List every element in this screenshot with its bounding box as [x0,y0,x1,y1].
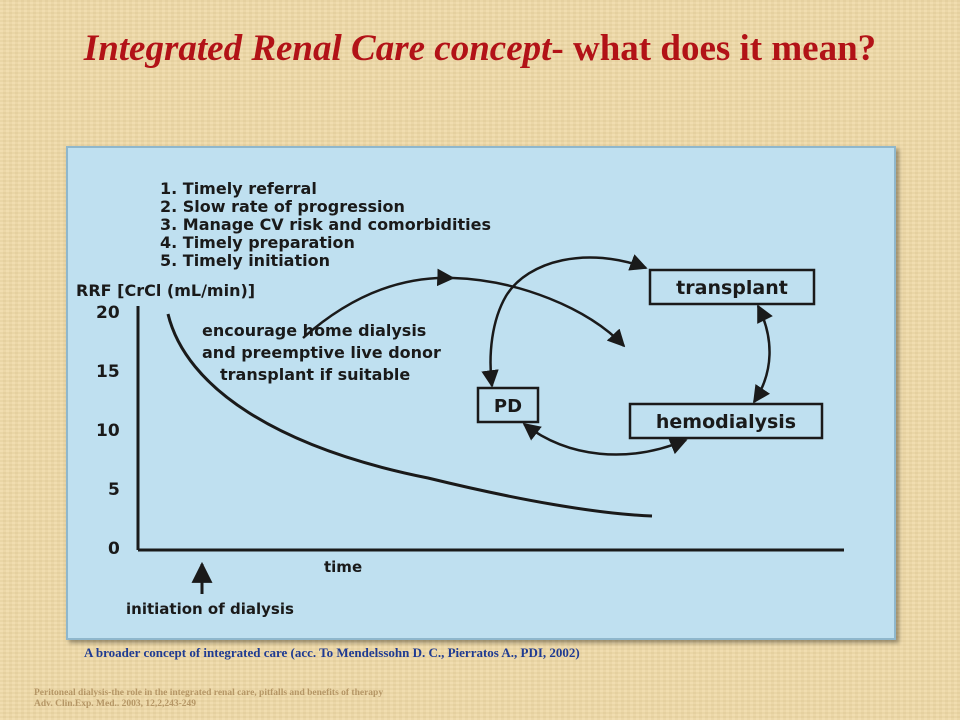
diagram-panel: 1. Timely referral 2. Slow rate of progr… [66,146,896,640]
y-tick-20: 20 [96,303,120,323]
x-axis-label: time [324,558,362,576]
y-tick-0: 0 [108,539,120,559]
encourage-line-2: and preemptive live donor [202,343,441,362]
pd-hemodialysis-arrow [522,422,688,456]
y-tick-15: 15 [96,362,120,382]
step-3: 3. Manage CV risk and comorbidities [160,215,491,234]
encourage-line-1: encourage home dialysis [202,321,426,340]
y-tick-10: 10 [96,421,120,441]
step-2: 2. Slow rate of progression [160,197,405,216]
hemodialysis-box [628,402,824,440]
transplant-box [648,268,816,306]
hemodialysis-label: hemodialysis [656,411,796,433]
pd-label: PD [494,396,522,417]
figure-caption: A broader concept of integrated care (ac… [84,645,580,660]
pd-box [476,386,540,424]
rrf-decline-curve [166,313,653,518]
step-1: 1. Timely referral [160,179,317,198]
care-to-center-arrow [452,276,626,348]
curve-to-care-arrow [302,268,455,339]
step-5: 5. Timely initiation [160,251,330,270]
y-axis-label: RRF [CrCl (mL/min)] [76,281,255,300]
integrated-care-diagram: 1. Timely referral 2. Slow rate of progr… [76,179,844,618]
encourage-line-3: transplant if suitable [220,365,410,384]
reference-line-2: Adv. Clin.Exp. Med.. 2003, 12,2,243-249 [34,699,197,709]
pd-transplant-arrow [481,254,648,388]
title-italic-part: Integrated Renal Care concept [83,28,552,69]
y-tick-5: 5 [108,480,120,500]
step-4: 4. Timely preparation [160,233,355,252]
transplant-hemodialysis-arrow [752,304,773,404]
title-rest-part: - what does it mean? [551,28,877,69]
transplant-label: transplant [676,277,788,299]
slide-title: Integrated Renal Care concept- what does… [20,26,940,71]
initiation-label: initiation of dialysis [126,600,294,618]
reference-line-1: Peritoneal dialysis-the role in the inte… [34,688,384,698]
